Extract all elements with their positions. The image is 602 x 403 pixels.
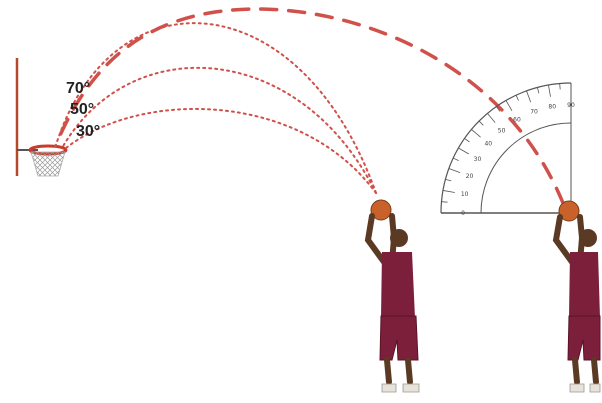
angle-label-50: 50° — [70, 101, 94, 118]
protractor-tick — [527, 91, 531, 102]
protractor-tick — [560, 83, 561, 89]
protractor-tick — [449, 169, 460, 173]
angle-label-70: 70° — [66, 80, 90, 97]
trajectory-50 — [62, 68, 376, 193]
protractor-num-20: 20 — [466, 173, 474, 180]
protractor-tick — [516, 95, 519, 100]
basketball-hoop — [17, 58, 66, 176]
protractor-num-10: 10 — [461, 191, 469, 198]
angle-labels: 70° 50° 30° — [66, 80, 100, 140]
protractor-tick — [471, 129, 480, 137]
player-right — [556, 201, 600, 392]
protractor-num-70: 70 — [530, 109, 538, 116]
protractor-tick — [465, 138, 470, 141]
player-right-shorts — [568, 316, 600, 360]
player-right-head — [579, 229, 597, 247]
protractor-tick — [548, 85, 550, 97]
protractor-tick — [458, 148, 468, 154]
trajectory-70 — [55, 23, 376, 193]
long-dashed-trajectory — [58, 9, 563, 203]
angle-label-30: 30° — [76, 123, 100, 140]
protractor-tick — [479, 121, 483, 125]
player-center-shorts — [380, 316, 418, 360]
protractor-tick — [441, 202, 447, 203]
protractor-tick — [537, 87, 539, 93]
protractor-num-80: 80 — [548, 104, 556, 111]
player-center-shoes — [382, 384, 419, 392]
protractor-num-40: 40 — [484, 141, 492, 148]
protractor: 0 10 20 30 40 50 60 70 80 90 — [441, 83, 575, 217]
protractor-tick — [445, 179, 451, 181]
protractor-num-50: 50 — [498, 127, 506, 134]
protractor-num-0: 0 — [461, 210, 465, 217]
protractor-tick — [487, 113, 495, 122]
protractor-num-30: 30 — [474, 156, 482, 163]
shot-trajectories — [55, 23, 376, 193]
protractor-tick — [453, 158, 458, 161]
protractor-inner-arc — [481, 123, 571, 213]
player-center-legs — [387, 360, 410, 382]
player-center-jersey — [381, 252, 415, 318]
protractor-num-90: 90 — [567, 102, 575, 109]
player-right-legs — [575, 360, 596, 382]
hoop-net — [31, 152, 65, 176]
player-right-shoes — [570, 384, 600, 392]
trajectory-30 — [66, 109, 376, 193]
protractor-tick — [443, 190, 455, 192]
protractor-tick — [506, 100, 512, 110]
player-center — [368, 200, 419, 392]
player-right-jersey — [569, 252, 600, 318]
protractor-num-60: 60 — [513, 116, 521, 123]
player-center-head — [390, 229, 408, 247]
protractor-scale-outer: 0 10 20 30 40 50 60 70 80 90 — [461, 102, 575, 217]
